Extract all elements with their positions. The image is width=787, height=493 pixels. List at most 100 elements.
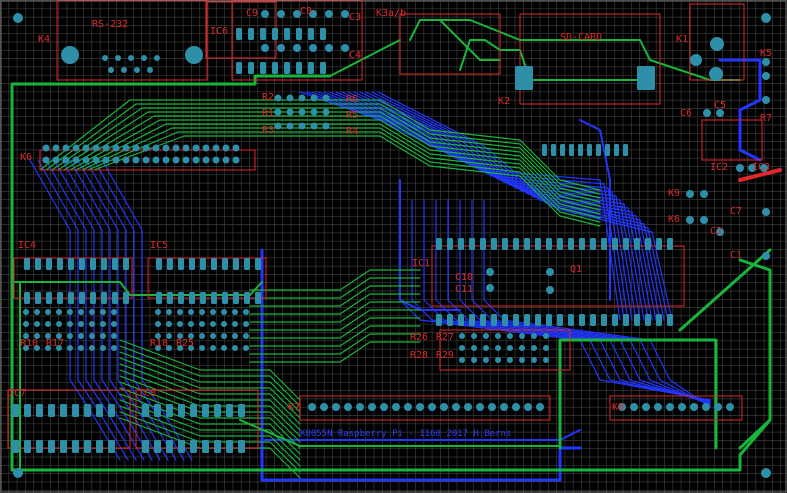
pad-ra-r-1-8 bbox=[243, 321, 249, 327]
label-k5: K5 bbox=[760, 48, 772, 59]
trace-bus-a-9 bbox=[93, 135, 601, 227]
pad-k3-top-5 bbox=[341, 10, 349, 18]
pad-k7-18 bbox=[524, 403, 532, 411]
pad-hdr-bot-18 bbox=[222, 156, 230, 164]
outline-k7 bbox=[299, 395, 551, 421]
pad-q1-a bbox=[546, 268, 554, 276]
label-k4: K4 bbox=[38, 34, 50, 45]
pad-ic7-top-2 bbox=[36, 404, 43, 417]
pad-c7-a bbox=[762, 208, 770, 216]
pad-hdr-bot-9 bbox=[132, 156, 140, 164]
pad-r16-2-0 bbox=[274, 122, 282, 130]
pad-ic6-bot-1 bbox=[248, 62, 254, 74]
pad-r16-0-2 bbox=[298, 94, 306, 102]
pad-ic1-top-15 bbox=[601, 238, 607, 250]
trace-gnd-bottom bbox=[10, 258, 772, 472]
pad-rb-0-2 bbox=[483, 333, 489, 339]
pad-ra-r-1-4 bbox=[199, 321, 205, 327]
label-k6: K6 bbox=[668, 214, 680, 225]
label-c10: C10 bbox=[455, 272, 473, 283]
pad-ic6-bot-6 bbox=[308, 62, 314, 74]
pad-ic1-bot-7 bbox=[513, 314, 519, 326]
pad-sd-pin-1 bbox=[551, 144, 556, 156]
label-ic4: IC4 bbox=[18, 240, 36, 251]
pad-rb-0-1 bbox=[471, 333, 477, 339]
label-ic7: IC7 bbox=[8, 388, 26, 399]
pad-ic1-top-9 bbox=[535, 238, 541, 250]
pad-ic8-bot-7 bbox=[226, 440, 233, 453]
pad-ic6-bot-3 bbox=[272, 62, 278, 74]
trace-bus-a-7 bbox=[81, 127, 601, 219]
pad-hdr-bot-0 bbox=[42, 156, 50, 164]
trace-blue-left-1 bbox=[37, 159, 129, 461]
pad-ic7-bot-3 bbox=[48, 440, 55, 453]
pad-rb-1-6 bbox=[531, 345, 537, 351]
pad-k7-19 bbox=[536, 403, 544, 411]
pad-r16-2-2 bbox=[298, 122, 306, 130]
pad-hdr-top-4 bbox=[82, 144, 90, 152]
trace-blue-ic1-7 bbox=[483, 199, 711, 408]
pad-k3-top-4 bbox=[325, 10, 333, 18]
pad-k8-9 bbox=[726, 403, 734, 411]
pad-k4-row2-3 bbox=[147, 67, 153, 73]
pad-hdr-top-8 bbox=[122, 144, 130, 152]
pad-k8-8 bbox=[714, 403, 722, 411]
pad-ic1-bot-17 bbox=[623, 314, 629, 326]
footer-text: K8055N Raspberry Pi - 1160 2017 H.Berns bbox=[300, 429, 511, 439]
pad-k4-row2-1 bbox=[121, 67, 127, 73]
pad-hdr-top-18 bbox=[222, 144, 230, 152]
pad-sd-pin-6 bbox=[596, 144, 601, 156]
pad-k7-8 bbox=[404, 403, 412, 411]
label-r6: R6 bbox=[346, 94, 358, 105]
pad-ic1-top-19 bbox=[645, 238, 651, 250]
pad-ic5-bot-1 bbox=[167, 292, 173, 304]
pad-ic4-top-7 bbox=[101, 258, 107, 270]
pad-hdr-bot-4 bbox=[82, 156, 90, 164]
label-k8: K8 bbox=[612, 402, 624, 413]
pad-rb-0-7 bbox=[543, 333, 549, 339]
pad-ic1-top-7 bbox=[513, 238, 519, 250]
pad-ra-l-3-1 bbox=[34, 345, 40, 351]
pad-ra-l-3-3 bbox=[56, 345, 62, 351]
pad-hdr-top-2 bbox=[62, 144, 70, 152]
pad-ic5-bot-2 bbox=[178, 292, 184, 304]
pad-ic8-top-5 bbox=[202, 404, 209, 417]
pad-hdr-top-6 bbox=[102, 144, 110, 152]
pad-k6-b bbox=[700, 216, 708, 224]
trace-blue-fan-12 bbox=[371, 91, 669, 321]
pad-k3-bot-2 bbox=[293, 44, 301, 52]
pad-hdr-bot-11 bbox=[152, 156, 160, 164]
trace-low-5 bbox=[119, 369, 301, 431]
pad-ra-l-3-2 bbox=[45, 345, 51, 351]
pad-r16-0-1 bbox=[286, 94, 294, 102]
pad-hdr-top-15 bbox=[192, 144, 200, 152]
pad-k3-bot-0 bbox=[261, 44, 269, 52]
pad-ic7-top-3 bbox=[48, 404, 55, 417]
pad-r16-1-0 bbox=[274, 108, 282, 116]
outline-r7 bbox=[701, 119, 763, 161]
pad-ic1-bot-21 bbox=[667, 314, 673, 326]
trace-ic1-in-2 bbox=[249, 285, 421, 307]
label-c11: C11 bbox=[455, 284, 473, 295]
outline-k3-block bbox=[231, 0, 363, 81]
pad-k8-5 bbox=[678, 403, 686, 411]
pad-ra-l-0-8 bbox=[111, 309, 117, 315]
pad-ic8-top-4 bbox=[190, 404, 197, 417]
trace-bus-a-1 bbox=[45, 103, 601, 195]
pad-ic1-bot-6 bbox=[502, 314, 508, 326]
outline-ic7 bbox=[7, 389, 131, 449]
trace-ic1-in-9 bbox=[249, 341, 421, 363]
pad-ic5-top-8 bbox=[244, 258, 250, 270]
trace-blue-ic1-side bbox=[399, 179, 461, 311]
pad-ra-r-1-5 bbox=[210, 321, 216, 327]
pad-ic1-bot-20 bbox=[656, 314, 662, 326]
pad-ra-r-2-2 bbox=[177, 333, 183, 339]
pad-sd-left bbox=[515, 66, 533, 90]
pad-ic8-bot-5 bbox=[202, 440, 209, 453]
pad-hdr-top-17 bbox=[212, 144, 220, 152]
trace-low-8 bbox=[119, 387, 301, 449]
pad-ic7-top-8 bbox=[108, 404, 115, 417]
pad-ic8-bot-3 bbox=[178, 440, 185, 453]
